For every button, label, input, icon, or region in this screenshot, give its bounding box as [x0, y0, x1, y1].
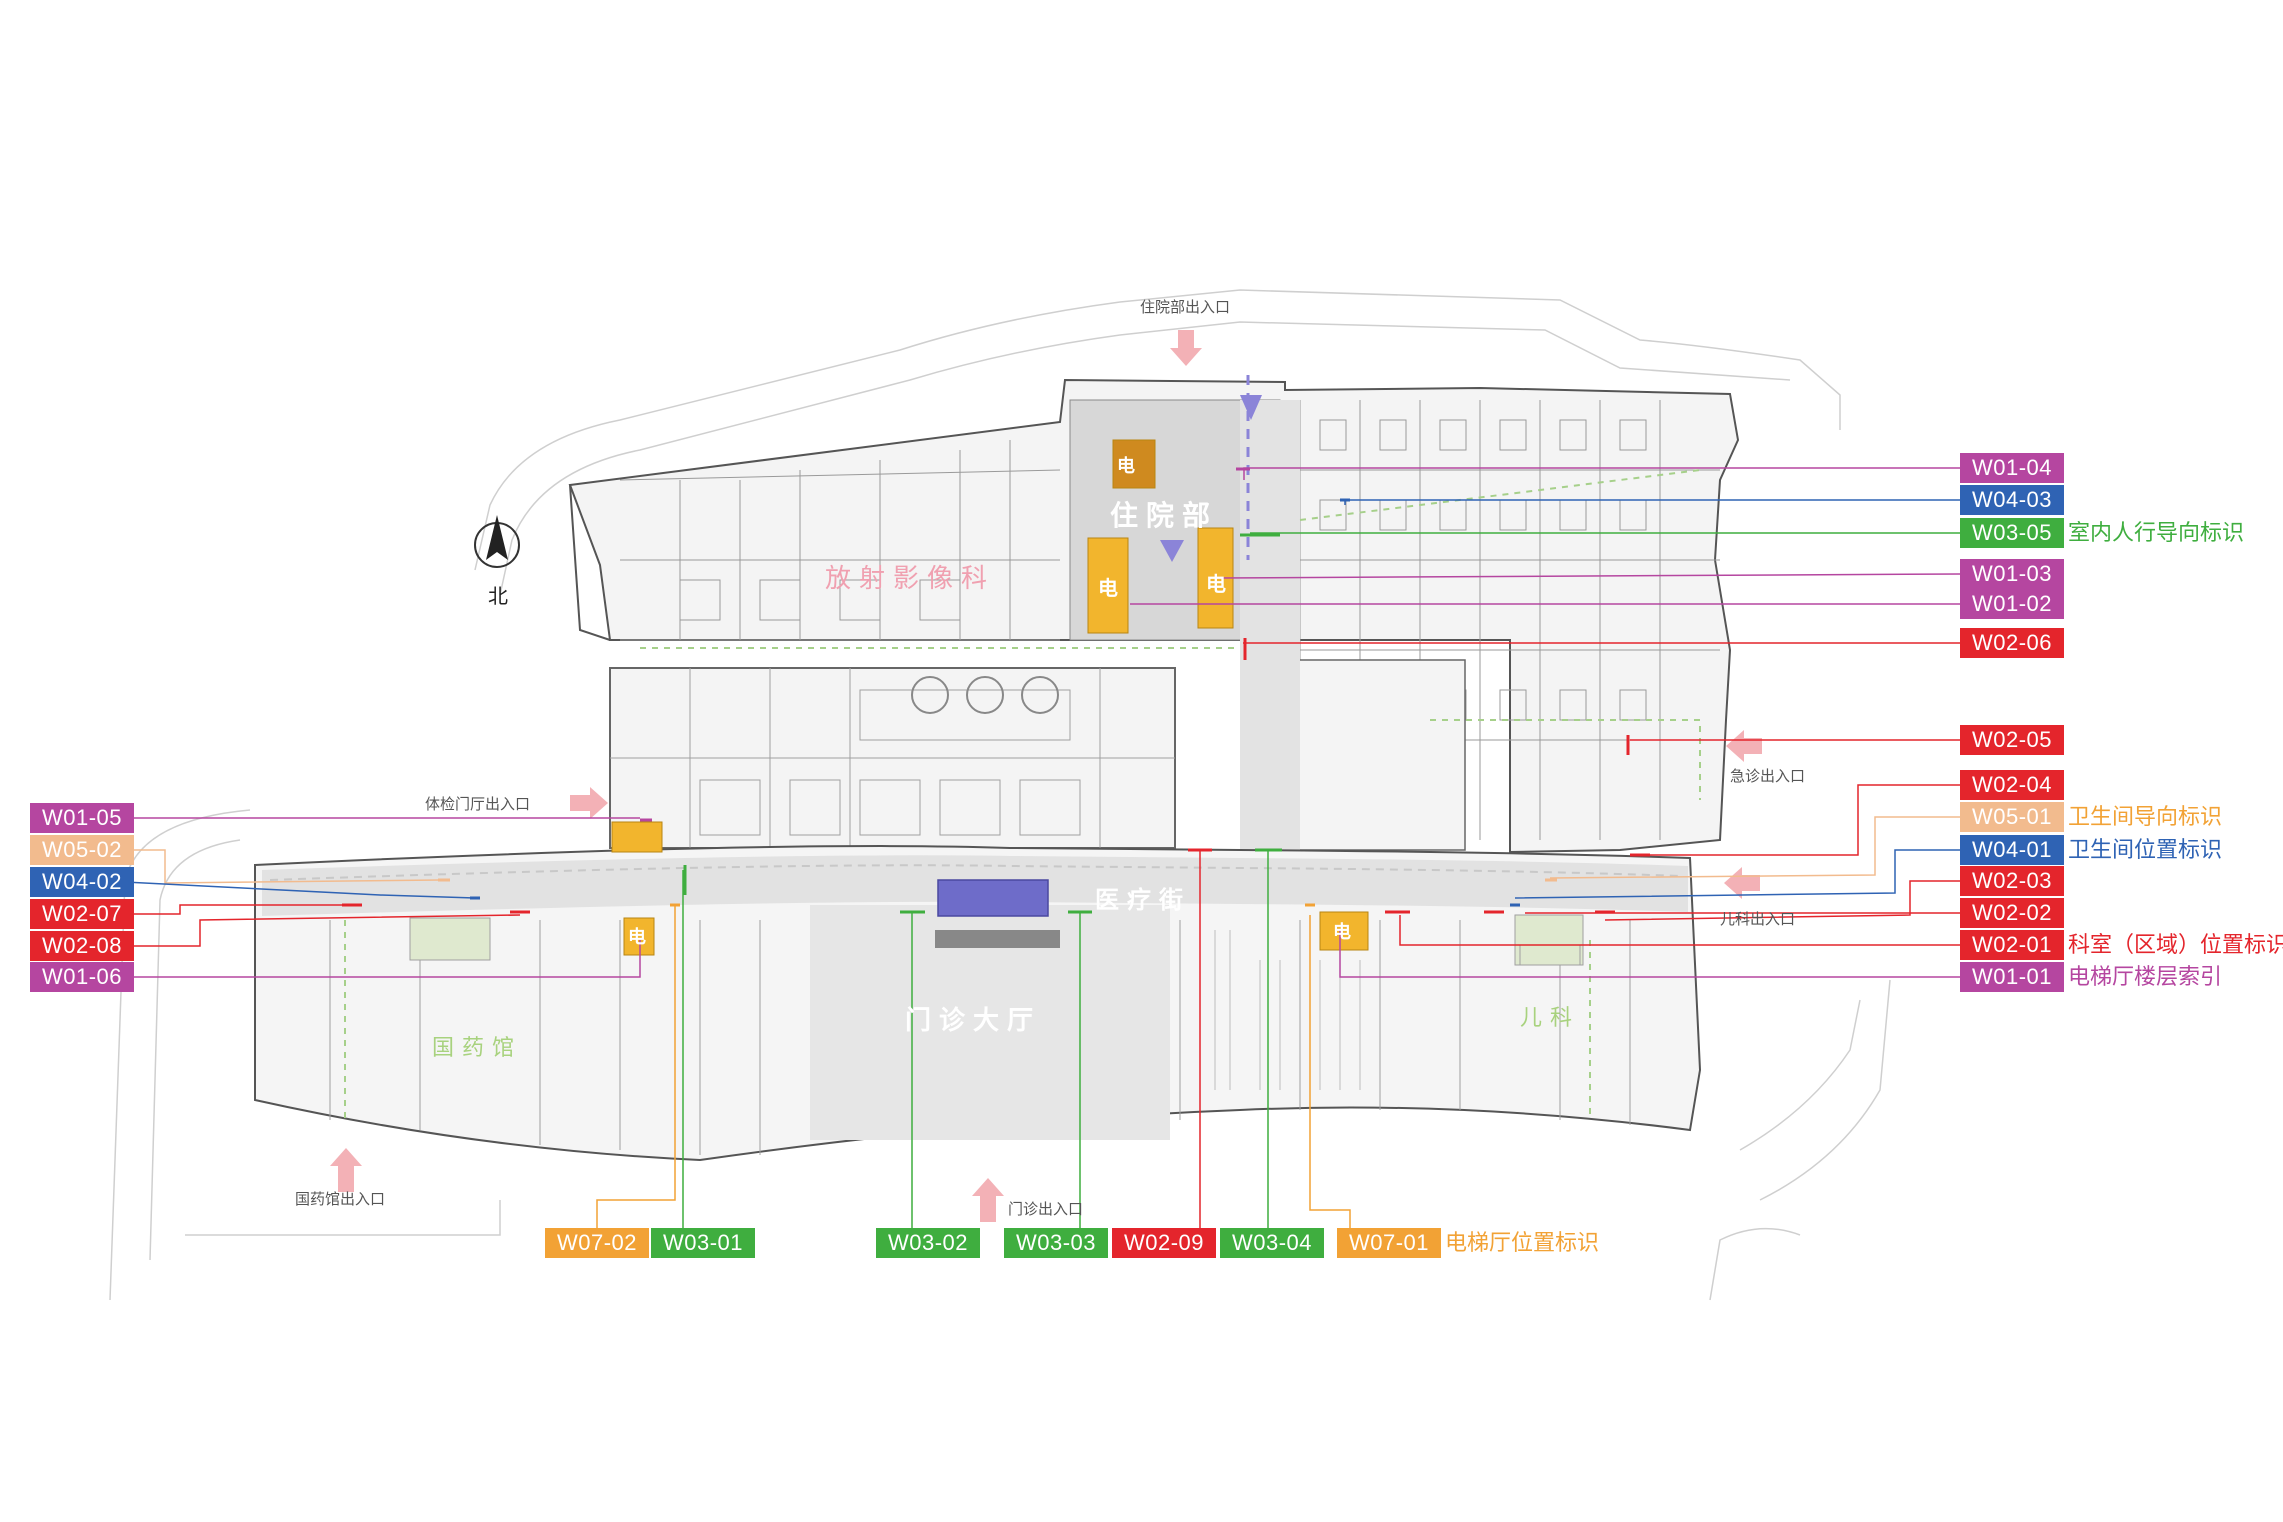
legend-tag-W04-01: W04-01: [1960, 835, 2064, 865]
middle-block: [609, 659, 1466, 851]
legend-tag-W04-03: W04-03: [1960, 485, 2064, 515]
legend-desc-W04-01: 卫生间位置标识: [2068, 837, 2223, 862]
zone-pediatrics: 儿科: [1520, 1005, 1581, 1030]
compass-label: 北: [488, 586, 508, 608]
inpatient-route-arrow: [1240, 395, 1262, 420]
legend-tag-W03-04: W03-04: [1220, 1228, 1324, 1258]
inpatient-route-arrow: [1160, 540, 1184, 562]
sign-markers: [342, 467, 1650, 914]
legend-tag-W02-09: W02-09: [1112, 1228, 1216, 1258]
legend-tag-W02-02: W02-02: [1960, 898, 2064, 928]
entrance-inpatient-label: 住院部出入口: [1140, 299, 1231, 316]
north-arrow-icon: [474, 515, 520, 568]
legend-tag-W02-03: W02-03: [1960, 866, 2064, 896]
legend-tag-W03-01: W03-01: [651, 1228, 755, 1258]
legend-tag-W02-04: W02-04: [1960, 770, 2064, 800]
medical-street-route: [269, 864, 1681, 881]
zone-tcm-hall: 国药馆: [432, 1035, 523, 1060]
entrance-tcm-label: 国药馆出入口: [295, 1191, 386, 1208]
legend-tag-W02-06: W02-06: [1960, 628, 2064, 658]
legend-tag-W01-01: W01-01: [1960, 962, 2064, 992]
elevator-blocks: [611, 439, 1369, 956]
elevator-symbol-5: 电: [1333, 922, 1351, 942]
entrance-physical-exam-label: 体检门厅出入口: [425, 796, 531, 813]
legend-tag-W07-01: W07-01: [1337, 1228, 1441, 1258]
legend-tag-W03-05: W03-05: [1960, 518, 2064, 548]
legend-desc-W02-01: 科室（区域）位置标识: [2068, 932, 2283, 957]
legend-tag-W07-02: W07-02: [545, 1228, 649, 1258]
legend-tag-W01-05: W01-05: [30, 803, 134, 833]
legend-tag-W02-01: W02-01: [1960, 930, 2064, 960]
entrance-pediatrics-label: 儿科出入口: [1720, 911, 1796, 928]
legend-tag-W02-05: W02-05: [1960, 725, 2064, 755]
legend-desc-W03-05: 室内人行导向标识: [2068, 520, 2245, 545]
elevator-symbol-1: 电: [1098, 578, 1118, 600]
zone-inpatient: 住院部: [1110, 500, 1219, 531]
legend-tag-W01-02: W01-02: [1960, 589, 2064, 619]
legend-desc-W07-01: 电梯厅位置标识: [1445, 1230, 1600, 1255]
legend-desc-W05-01: 卫生间导向标识: [2068, 804, 2223, 829]
legend-tag-W04-02: W04-02: [30, 867, 134, 897]
legend-tag-W01-06: W01-06: [30, 962, 134, 992]
elevator-symbol-4: 电: [628, 927, 646, 947]
legend-tag-W05-01: W05-01: [1960, 802, 2064, 832]
zone-medical-street: 医疗街: [1095, 887, 1191, 914]
legend-tag-W03-03: W03-03: [1004, 1228, 1108, 1258]
legend-tag-W01-04: W01-04: [1960, 453, 2064, 483]
north-corridor: [1240, 400, 1300, 850]
zone-outpatient-hall: 门诊大厅: [905, 1005, 1042, 1035]
legend-desc-W01-01: 电梯厅楼层索引: [2068, 964, 2223, 989]
entrance-emergency-label: 急诊出入口: [1730, 768, 1806, 785]
legend-tag-W02-08: W02-08: [30, 931, 134, 961]
legend-tag-W02-07: W02-07: [30, 899, 134, 929]
guide-routes: [344, 469, 1701, 1120]
entrance-outpatient-label: 门诊出入口: [1008, 1201, 1084, 1218]
entrance-arrows: [330, 330, 1762, 1222]
elevator-symbol-3: 电: [1117, 456, 1135, 476]
elevator-symbol-2: 电: [1206, 574, 1226, 596]
legend-tag-W01-03: W01-03: [1960, 559, 2064, 589]
legend-tag-W05-02: W05-02: [30, 835, 134, 865]
legend-tag-W03-02: W03-02: [876, 1228, 980, 1258]
zone-radiology: 放射影像科: [825, 563, 996, 593]
